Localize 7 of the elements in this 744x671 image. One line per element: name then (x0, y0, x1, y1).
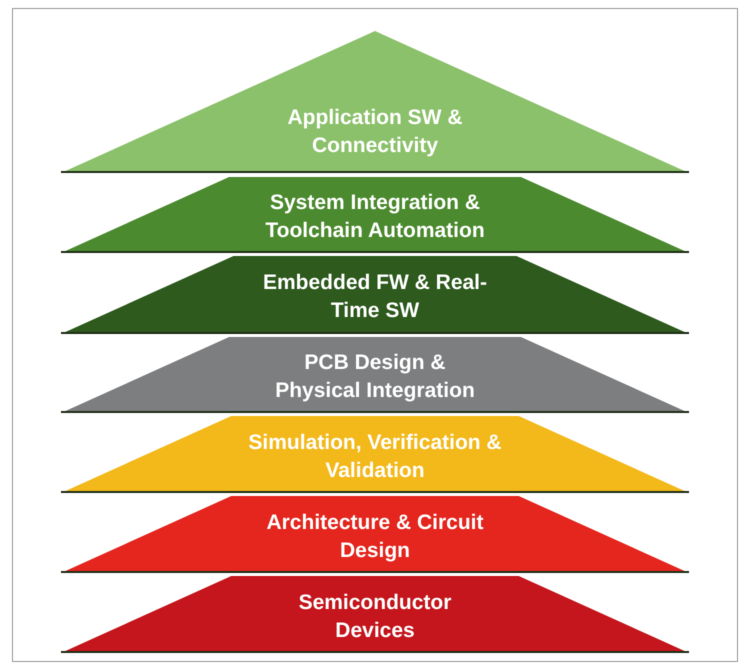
layer-label: Embedded FW & Real-Time SW (262, 270, 488, 324)
layer-label: Simulation, Verification & Validation (248, 430, 502, 484)
layer-label: PCB Design & Physical Integration (274, 350, 476, 404)
layer-label: System Integration & Toolchain Automation (264, 190, 486, 244)
layer-label: Architecture & Circuit Design (265, 510, 485, 564)
layer-label: Semiconductor Devices (298, 590, 452, 644)
layer-label: Application SW & Connectivity (286, 105, 464, 159)
